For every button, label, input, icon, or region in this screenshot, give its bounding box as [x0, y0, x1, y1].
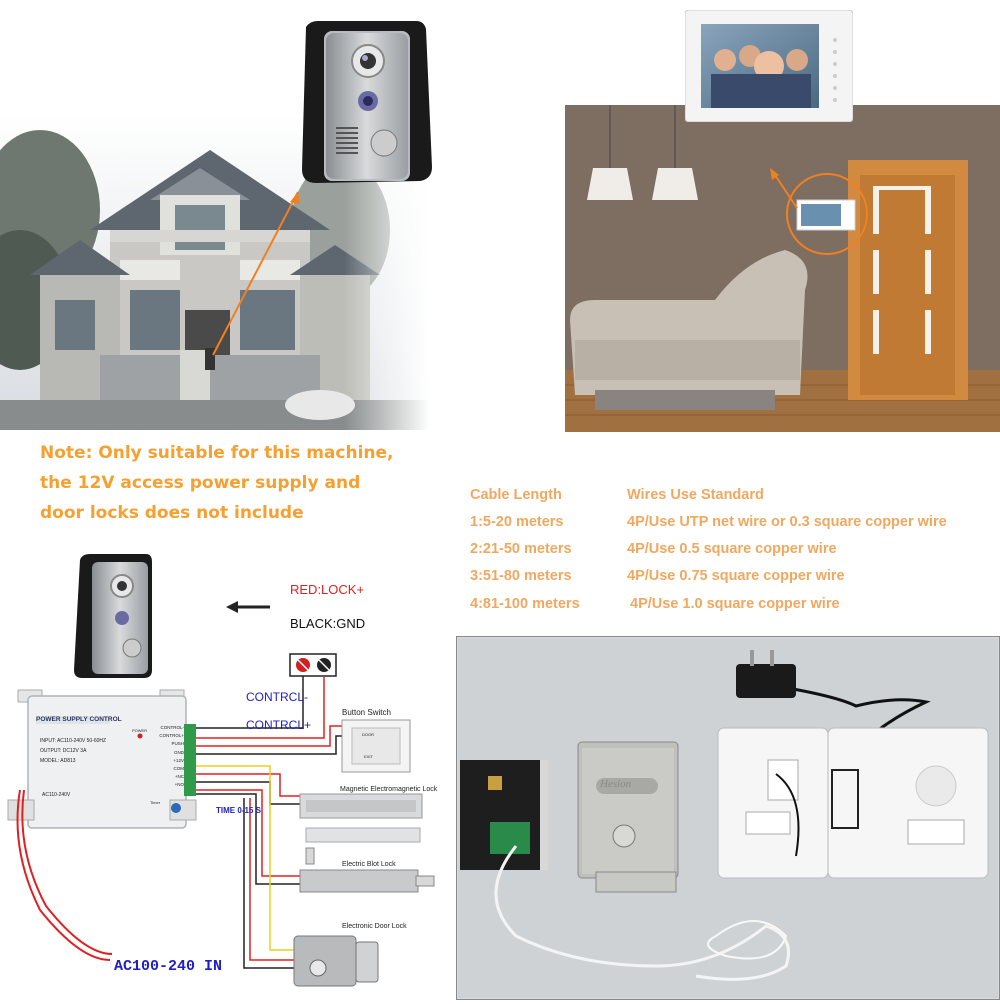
psu-terminal-list: CONTROL- CONTROL+ PUSH GND +12V COM +NC …	[154, 724, 184, 790]
product-kit-photo: Hesion	[455, 635, 1000, 1001]
psu-terminal: CONTROL+	[159, 733, 184, 739]
cable-table: Cable Length Wires Use Standard 1:5-20 m…	[470, 487, 947, 612]
psu-output: OUTPUT: DC12V 3A	[40, 748, 87, 754]
psu-terminal: +NC	[174, 774, 184, 780]
header-wires-standard: Wires Use Standard	[627, 487, 764, 503]
exit-switch-door: DOOR	[362, 732, 374, 737]
exit-switch-exit: EXIT	[364, 754, 373, 759]
psu-timer: Timer	[150, 800, 161, 805]
row-2-length: 2:21-50 meters	[470, 541, 572, 557]
label-ac-in: AC100-240 IN	[114, 958, 223, 975]
wiring-lines	[7, 554, 435, 987]
label-contrcl-minus: CONTRCL-	[246, 690, 308, 704]
header-cable-length: Cable Length	[470, 487, 562, 503]
psu-terminal: GND	[174, 749, 184, 755]
label-time: TIME 0-15 S	[216, 806, 261, 815]
psu-model: MODEL: AD813	[40, 758, 76, 764]
note-line-3: door locks does not include	[40, 503, 304, 523]
house-photo	[0, 0, 432, 430]
row-3-wires: 4P/Use 0.75 square copper wire	[627, 568, 845, 584]
psu-terminal: CONTROL-	[160, 725, 185, 730]
psu-terminal: PUSH	[171, 741, 184, 747]
label-button-switch: Button Switch	[342, 708, 391, 717]
label-black-gnd: BLACK:GND	[290, 616, 366, 631]
lock-brand: Hesion	[600, 778, 632, 790]
label-contrcl-plus: CONTRCL+	[246, 718, 312, 732]
living-room-photo	[565, 0, 1000, 432]
row-2-wires: 4P/Use 0.5 square copper wire	[627, 541, 837, 557]
psu-title: POWER SUPPLY CONTROL	[36, 716, 122, 723]
label-door-lock: Electronic Door Lock	[342, 923, 407, 930]
note-text: Note: Only suitable for this machine, th…	[40, 438, 394, 528]
psu-ac: AC110-240V	[42, 792, 71, 798]
label-red-lock: RED:LOCK+	[290, 582, 365, 597]
note-line-1: Note: Only suitable for this machine,	[40, 443, 394, 463]
psu-terminal: +NO	[174, 782, 184, 788]
row-4-wires: 4P/Use 1.0 square copper wire	[630, 596, 840, 612]
psu-terminal: +12V	[173, 757, 184, 763]
note-line-2: the 12V access power supply and	[40, 473, 361, 493]
psu-terminal: COM	[173, 766, 185, 772]
label-magnetic-lock: Magnetic Electromagnetic Lock	[340, 786, 438, 793]
label-bolt-lock: Electric Blot Lock	[342, 861, 396, 868]
row-1-wires: 4P/Use UTP net wire or 0.3 square copper…	[627, 514, 947, 530]
psu-power: POWER	[132, 728, 148, 733]
door-camera-top	[296, 17, 434, 187]
psu-input: INPUT: AC110-240V 50-60HZ	[40, 738, 107, 744]
row-4-length: 4:81-100 meters	[470, 596, 580, 612]
row-1-length: 1:5-20 meters	[470, 514, 564, 530]
wiring-diagram: RED:LOCK+ BLACK:GND CONTRCL- CONTRCL+ Bu…	[0, 550, 460, 1000]
row-3-length: 3:51-80 meters	[470, 568, 572, 584]
